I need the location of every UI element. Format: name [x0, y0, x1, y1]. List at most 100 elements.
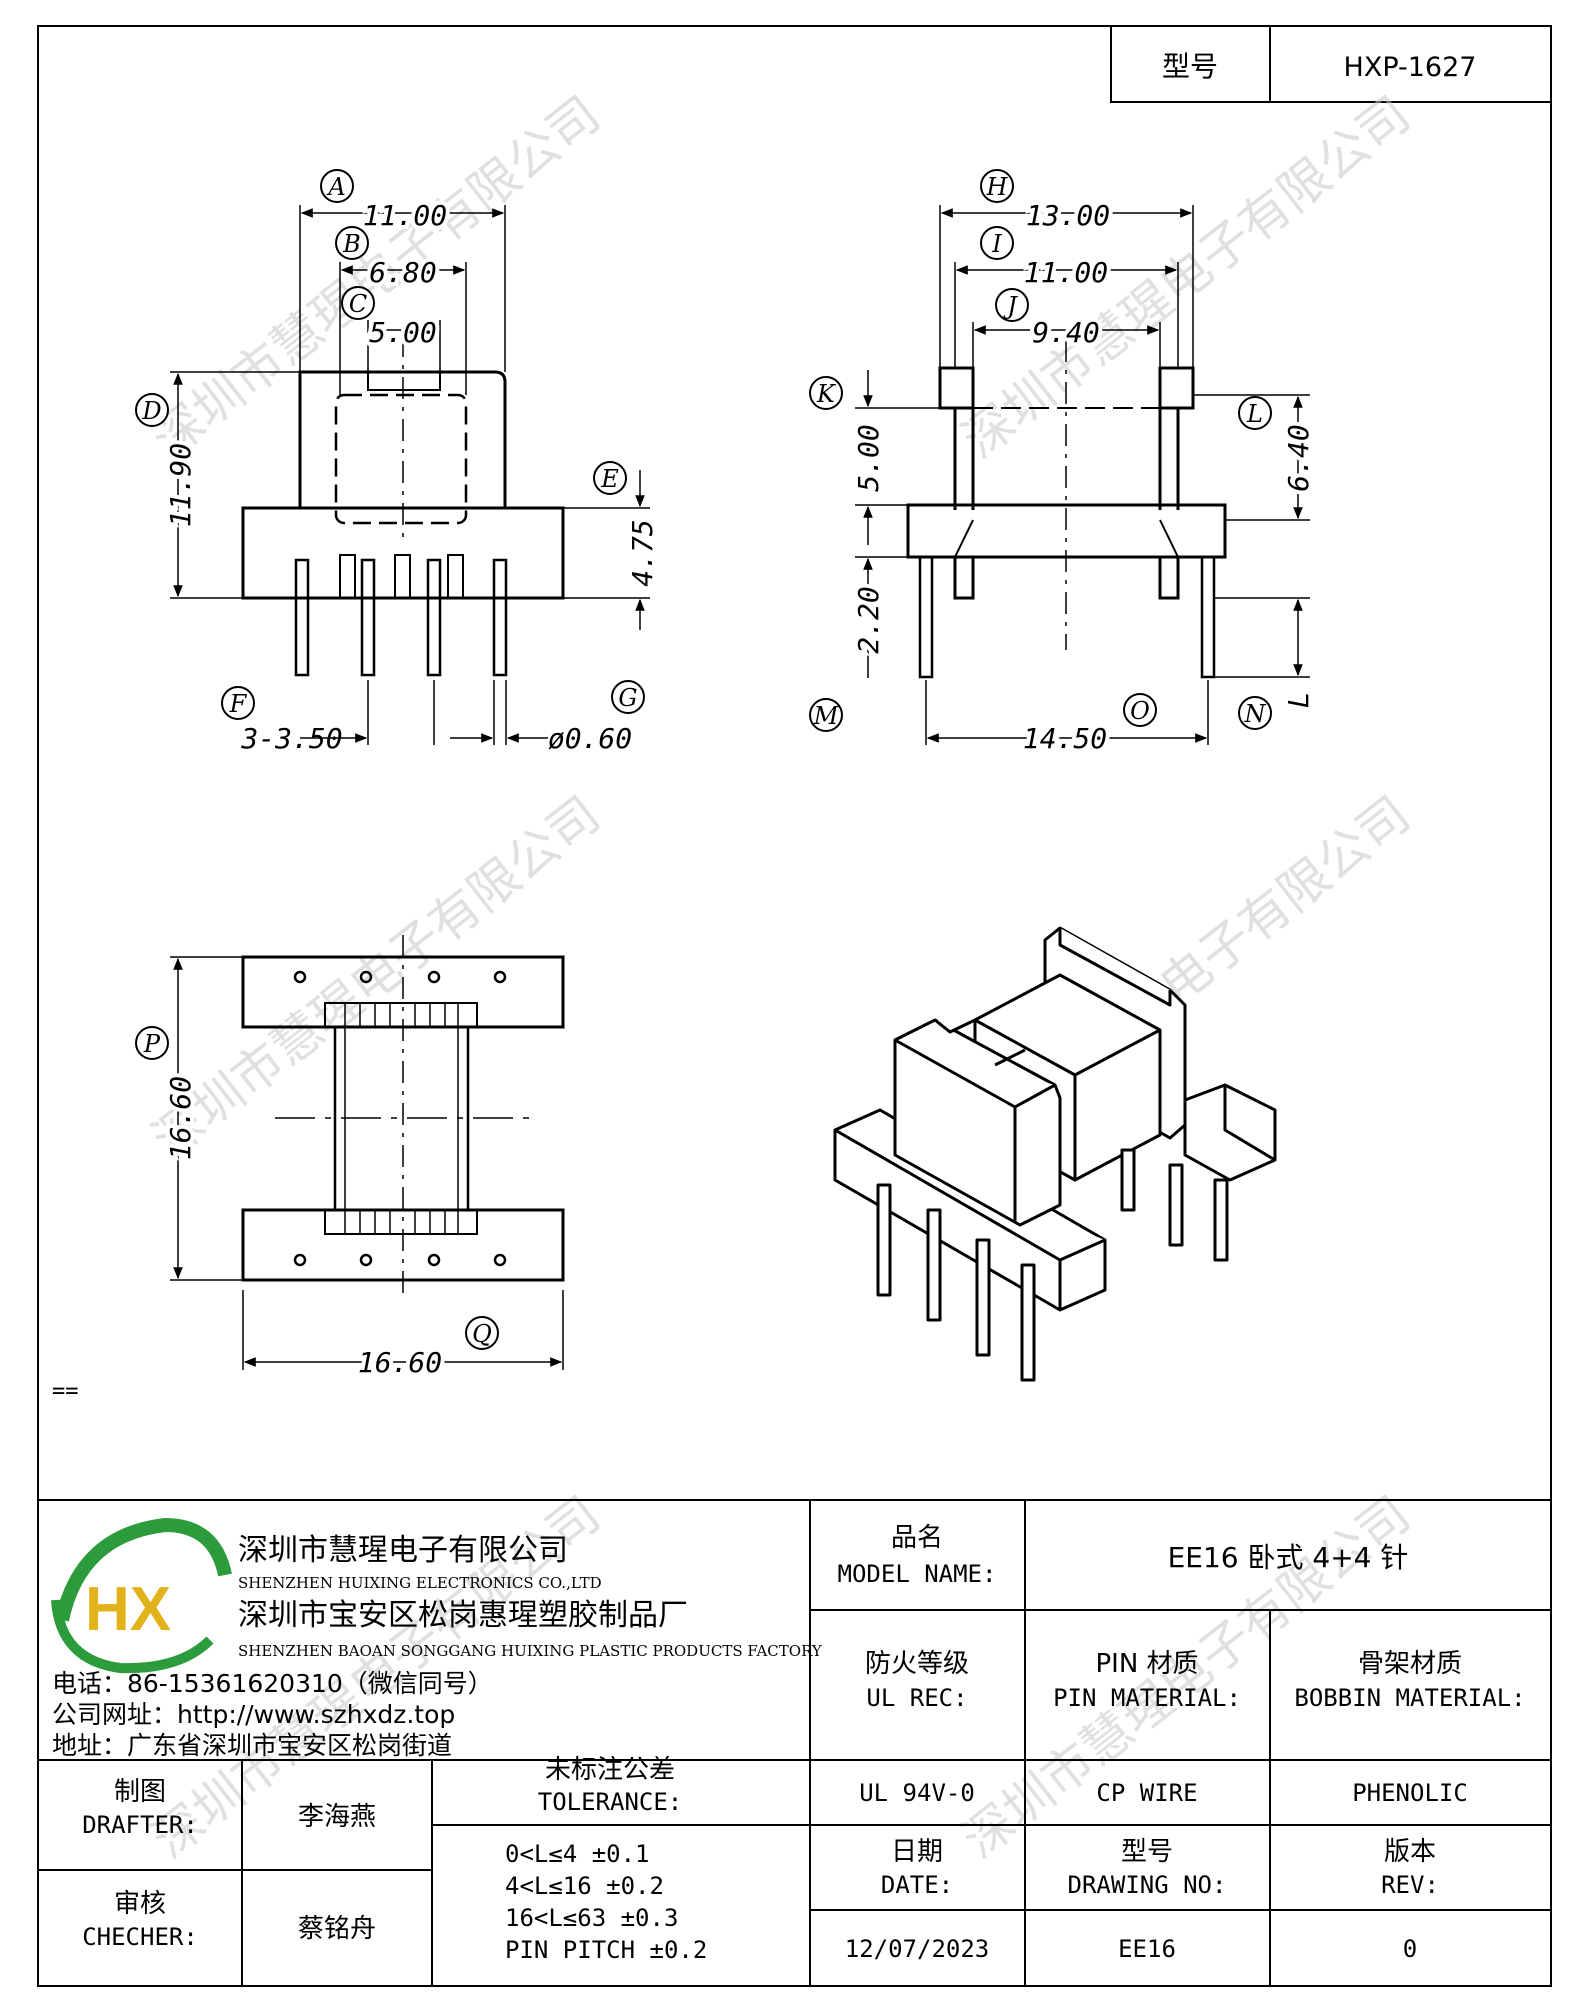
marker-L: L [1238, 396, 1272, 430]
checker-label-cn: 审核 [114, 1889, 166, 1919]
logo-letters: HX [85, 1575, 171, 1644]
signoff-block: 制图 DRAFTER: 李海燕 审核 CHECHER: 蔡铭舟 [82, 1777, 376, 1951]
factory-name-en: SHENZHEN BAOAN SONGGANG HUIXING PLASTIC … [238, 1642, 823, 1660]
dim-D-value: 11.90 [164, 443, 197, 527]
dim-O-value: 14.50 [1023, 722, 1107, 755]
marker-J: J [995, 288, 1029, 322]
date-label-cn: 日期 [891, 1837, 943, 1867]
svg-text:D: D [141, 397, 161, 425]
company-phone: 电话：86-15361620310（微信同号） [52, 1669, 493, 1698]
rev-label-cn: 版本 [1384, 1837, 1436, 1867]
marker-H: H [980, 169, 1014, 203]
dim-K-value: 5.00 [852, 424, 885, 491]
svg-text:E: E [600, 465, 619, 493]
svg-text:C: C [349, 290, 367, 318]
svg-text:I: I [991, 230, 1002, 258]
sheet-border [37, 25, 1552, 1987]
tolerance-line: 4<L≤16 ±0.2 [505, 1872, 664, 1900]
fire-rating-label-en: UL REC: [866, 1684, 967, 1712]
model-name-label-en: MODEL NAME: [838, 1560, 997, 1588]
revision-values-row: 12/07/2023 EE16 0 [845, 1935, 1417, 1963]
rev-value: 0 [1403, 1935, 1417, 1963]
dim-H-value: 13.00 [1026, 199, 1110, 232]
svg-text:O: O [1130, 697, 1150, 725]
drafter-value: 李海燕 [298, 1802, 376, 1832]
tolerance-line: 16<L≤63 ±0.3 [505, 1904, 678, 1932]
marker-O: O [1123, 693, 1157, 727]
rev-label-en: REV: [1381, 1871, 1439, 1899]
marker-E: E [593, 461, 627, 495]
header-model-value: HXP-1627 [1344, 52, 1477, 83]
company-logo: HX [51, 1517, 232, 1674]
marker-M: M [809, 698, 843, 732]
bobbin-material-label-cn: 骨架材质 [1358, 1649, 1462, 1679]
bottom-view-labels: 16.60 16.60 P Q == [52, 1026, 499, 1404]
svg-text:P: P [143, 1030, 161, 1058]
bobbin-material-label-en: BOBBIN MATERIAL: [1294, 1684, 1525, 1712]
revision-labels-row: 日期 DATE: 型号 DRAWING NO: 版本 REV: [881, 1837, 1439, 1899]
svg-text:B: B [342, 230, 361, 258]
model-name-row: 品名 MODEL NAME: EE16 卧式 4+4 针 [838, 1523, 1409, 1588]
tolerance-block: 未标注公差 TOLERANCE: 0<L≤4 ±0.1 4<L≤16 ±0.2 … [505, 1755, 707, 1964]
model-name-label-cn: 品名 [891, 1523, 943, 1553]
company-info: 深圳市慧瑆电子有限公司 SHENZHEN HUIXING ELECTRONICS… [52, 1533, 823, 1760]
company-name-en: SHENZHEN HUIXING ELECTRONICS CO.,LTD [238, 1574, 602, 1592]
fire-rating-value: UL 94V-0 [859, 1779, 975, 1807]
header-model-box: 型号 HXP-1627 [1110, 25, 1552, 103]
pin-material-label-cn: PIN 材质 [1095, 1649, 1198, 1679]
marker-C: C [341, 286, 375, 320]
svg-text:H: H [986, 173, 1009, 201]
svg-text:Q: Q [472, 1320, 492, 1348]
company-website: 公司网址：http://www.szhxdz.top [52, 1700, 455, 1729]
material-values-row: UL 94V-0 CP WIRE PHENOLIC [859, 1779, 1468, 1807]
dim-P-value: 16.60 [164, 1076, 197, 1160]
marker-F: F [221, 686, 255, 720]
fire-rating-label-cn: 防火等级 [865, 1649, 969, 1679]
dim-M-value: 2.20 [852, 586, 885, 653]
tolerance-label-en: TOLERANCE: [538, 1788, 683, 1816]
dim-E-value: 4.75 [626, 519, 659, 586]
tolerance-line: 0<L≤4 ±0.1 [505, 1840, 650, 1868]
dim-A-value: 11.00 [363, 199, 447, 232]
checker-value: 蔡铭舟 [298, 1914, 376, 1944]
front-view-labels: 11.00 6.80 5.00 11.90 4.75 3-3.50 ø0.60 … [135, 169, 663, 755]
svg-text:G: G [618, 684, 637, 712]
marker-P: P [135, 1026, 169, 1060]
stray-text: == [52, 1379, 79, 1404]
svg-text:A: A [326, 173, 345, 201]
factory-name-cn: 深圳市宝安区松岗惠瑆塑胶制品厂 [238, 1598, 688, 1633]
dim-N-value: L [1282, 692, 1315, 709]
dim-F-value: 3-3.50 [240, 722, 342, 755]
svg-text:K: K [816, 380, 837, 408]
pin-material-label-en: PIN MATERIAL: [1053, 1684, 1241, 1712]
drawing-no-label-cn: 型号 [1121, 1837, 1173, 1867]
material-labels-row: 防火等级 UL REC: PIN 材质 PIN MATERIAL: 骨架材质 B… [865, 1649, 1526, 1712]
header-model-label: 型号 [1162, 50, 1218, 83]
marker-D: D [135, 393, 169, 427]
dim-J-value: 9.40 [1032, 316, 1099, 349]
marker-N: N [1238, 696, 1272, 730]
side-view-labels: 13.00 11.00 9.40 5.00 6.40 2.20 L 14.50 … [809, 169, 1319, 759]
dim-Q-value: 16.60 [358, 1346, 442, 1379]
dim-G-value: ø0.60 [548, 722, 632, 755]
svg-text:F: F [229, 690, 248, 718]
pin-material-value: CP WIRE [1096, 1779, 1197, 1807]
marker-K: K [809, 376, 843, 410]
drawing-no-value: EE16 [1118, 1935, 1176, 1963]
drafter-label-en: DRAFTER: [82, 1811, 198, 1839]
marker-B: B [335, 226, 369, 260]
checker-label-en: CHECHER: [82, 1923, 198, 1951]
dim-I-value: 11.00 [1024, 256, 1108, 289]
svg-text:N: N [1244, 700, 1267, 728]
dim-C-value: 5.00 [369, 316, 436, 349]
watermark-text: 深圳市慧瑆电子有限公司 [952, 85, 1421, 469]
drafter-label-cn: 制图 [114, 1777, 166, 1807]
date-value: 12/07/2023 [845, 1935, 990, 1963]
svg-text:M: M [813, 702, 840, 730]
dim-L-value: 6.40 [1282, 424, 1315, 491]
date-label-en: DATE: [881, 1871, 953, 1899]
company-address: 地址：广东省深圳市宝安区松岗街道 [52, 1731, 452, 1760]
marker-A: A [320, 169, 354, 203]
marker-I: I [980, 226, 1014, 260]
